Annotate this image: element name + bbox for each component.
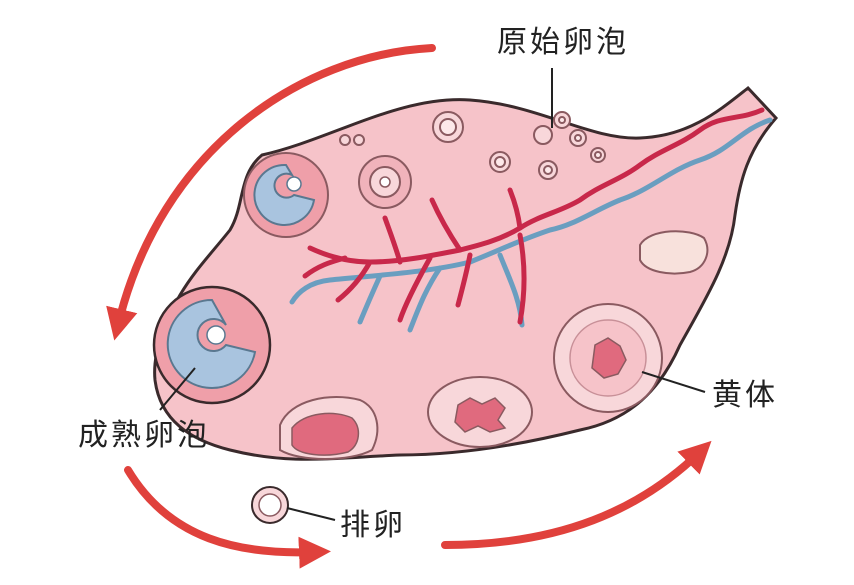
cycle-arrow-bottom-right xyxy=(445,452,700,545)
label-mature-follicle: 成熟卵泡 xyxy=(78,418,210,453)
mature-follicle xyxy=(154,287,270,403)
corpus-luteum xyxy=(554,304,662,412)
label-corpus-luteum: 黄体 xyxy=(712,378,778,413)
developing-corpus-luteum xyxy=(428,377,532,447)
secondary-follicle xyxy=(359,156,411,208)
corpus-albicans xyxy=(640,231,707,273)
leader-ovulation xyxy=(287,508,335,520)
label-primordial-follicle: 原始卵泡 xyxy=(497,25,629,60)
antral-follicle xyxy=(244,153,328,237)
label-ovulation: 排卵 xyxy=(340,508,406,543)
ovulated-egg xyxy=(252,487,288,523)
